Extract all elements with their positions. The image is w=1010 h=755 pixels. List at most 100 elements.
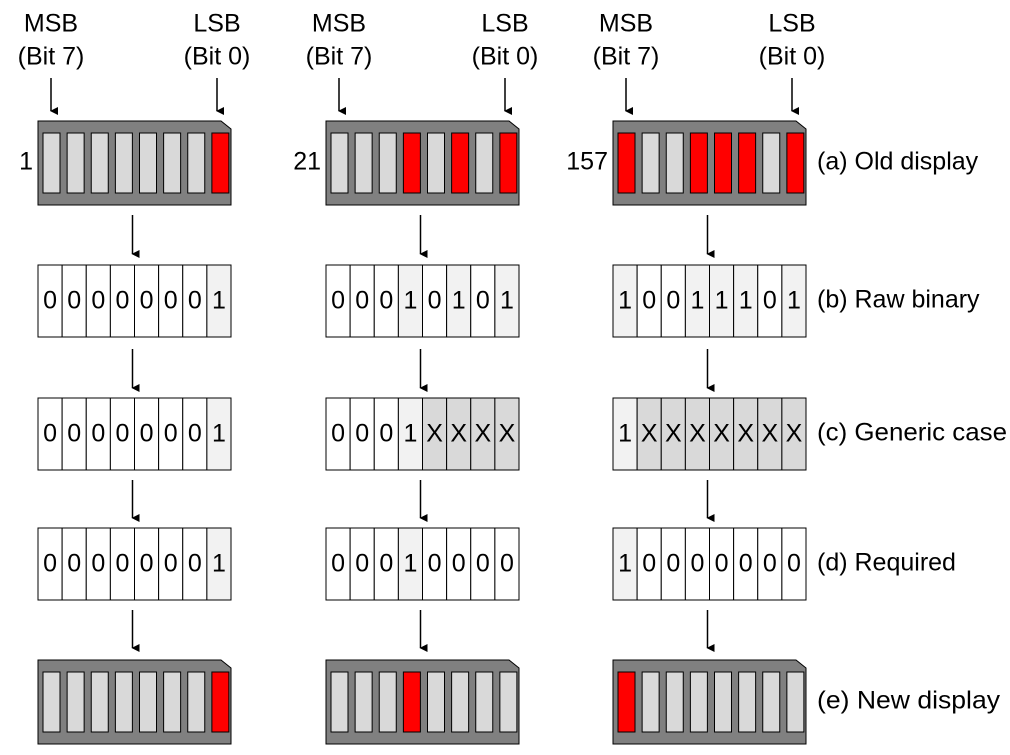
bit-cell-value: 0 <box>164 287 178 315</box>
bit-cell-value: 1 <box>500 287 514 315</box>
row-label-generic-case: (c) Generic case <box>817 419 1007 447</box>
bit-cell <box>85 397 111 471</box>
led-segment-off <box>187 132 206 194</box>
led-segment-off <box>499 671 518 733</box>
bit-cell <box>373 264 399 338</box>
display-body <box>612 120 807 206</box>
bit-cell-value: 0 <box>476 287 490 315</box>
bit-cell <box>446 397 472 471</box>
bit-cell <box>325 397 351 471</box>
bit-cell <box>781 397 807 471</box>
bit-cell-value: 0 <box>115 287 129 315</box>
led-segment-on <box>786 132 805 194</box>
led-segment-off <box>475 132 494 194</box>
msb-label: MSB <box>599 10 653 38</box>
led-segment-off <box>354 671 373 733</box>
bit-cell-value: X <box>499 420 516 448</box>
bit-cell <box>660 264 686 338</box>
bit-cell-value: 0 <box>164 420 178 448</box>
led-segment-off <box>163 671 182 733</box>
bit-cell-value: X <box>713 420 730 448</box>
bit-cell <box>134 527 160 601</box>
led-segment-off <box>689 671 708 733</box>
led-segment-on <box>451 132 470 194</box>
bit-cell-value: X <box>689 420 706 448</box>
bit-cell-value: 0 <box>690 550 704 578</box>
bit-cell-value: 0 <box>428 287 442 315</box>
bit-cell <box>422 264 448 338</box>
led-segment-off <box>139 132 157 194</box>
bit-cell <box>494 264 520 338</box>
display-body <box>37 120 232 206</box>
decimal-value: 1 <box>19 148 33 176</box>
led-segment-off <box>665 132 684 194</box>
bit-cell-value: 0 <box>91 287 105 315</box>
bit-cell-value: 1 <box>403 287 417 315</box>
bit-cell-value: 0 <box>715 550 729 578</box>
row-label-raw-binary: (b) Raw binary <box>817 286 980 314</box>
bit-cell-value: 0 <box>43 287 57 315</box>
bit-cell <box>85 264 111 338</box>
led-segment-on <box>402 671 421 733</box>
bit-cell-value: 0 <box>91 420 105 448</box>
led-segment-off <box>378 132 397 194</box>
bit-cell <box>206 397 232 471</box>
bit-cell <box>470 527 496 601</box>
bit-cell-value: 1 <box>618 550 632 578</box>
bit-cell-value: 0 <box>115 550 129 578</box>
led-segment-on <box>617 671 636 733</box>
led-segment-on <box>617 132 636 194</box>
led-segment-off <box>641 671 660 733</box>
led-segment-off <box>90 671 109 733</box>
led-segment-off <box>66 132 85 194</box>
bit-cell-value: 0 <box>642 550 656 578</box>
led-segment-off <box>714 671 732 733</box>
display-body <box>325 120 520 206</box>
bit-cell-value: X <box>737 420 754 448</box>
bit-cell <box>733 264 759 338</box>
led-segment-off <box>475 671 494 733</box>
bit-cell <box>470 397 496 471</box>
bit-cell <box>709 397 735 471</box>
bit-cell-value: X <box>665 420 682 448</box>
bit-cell-value: 0 <box>188 287 202 315</box>
led-segment-off <box>665 671 684 733</box>
bit-cell-value: X <box>426 420 443 448</box>
bit-cell <box>109 264 135 338</box>
bit-cell-value: 0 <box>452 550 466 578</box>
led-segment-off <box>762 132 781 194</box>
bit-cell-value: 0 <box>379 287 393 315</box>
bit-cell <box>109 527 135 601</box>
bit-cell-value: 0 <box>428 550 442 578</box>
msb-bit-label: (Bit 7) <box>18 43 85 71</box>
bit-cell-value: 1 <box>403 550 417 578</box>
bit-cell-value: 0 <box>140 550 154 578</box>
led-segment-off <box>114 671 133 733</box>
bit-cell <box>158 264 184 338</box>
led-segment-off <box>330 671 349 733</box>
bit-cell <box>85 527 111 601</box>
bit-cell-value: 0 <box>43 550 57 578</box>
led-segment-off <box>139 671 157 733</box>
bit-cell <box>158 397 184 471</box>
bit-cell-value: 0 <box>787 550 801 578</box>
bit-cell <box>733 527 759 601</box>
bit-cell <box>612 264 638 338</box>
led-segment-on <box>499 132 518 194</box>
bit-cell-value: 1 <box>618 287 632 315</box>
bit-cell-value: 0 <box>763 550 777 578</box>
row-label-required: (d) Required <box>817 549 956 577</box>
bit-cell-value: 0 <box>115 420 129 448</box>
led-segment-on <box>738 132 757 194</box>
bit-cell <box>325 527 351 601</box>
row-label-new-display: (e) New display <box>817 687 1001 715</box>
bit-cell-value: 0 <box>331 550 345 578</box>
bit-cell-value: 0 <box>739 550 753 578</box>
led-segment-off <box>114 132 133 194</box>
bit-cell <box>134 264 160 338</box>
bit-cell-value: 1 <box>618 420 632 448</box>
bit-cell-value: X <box>761 420 778 448</box>
bit-cell-value: 1 <box>452 287 466 315</box>
